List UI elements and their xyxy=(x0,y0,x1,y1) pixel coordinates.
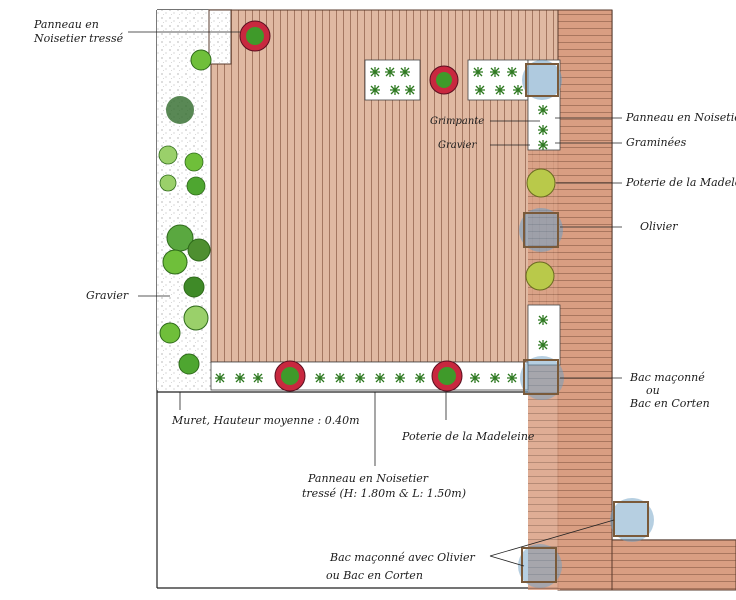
side-walkway-deck xyxy=(557,9,613,591)
label-gravier-right: Gravier xyxy=(438,140,477,151)
planter-strip-right xyxy=(527,304,561,366)
red-pot xyxy=(431,360,463,392)
olive-planter xyxy=(522,60,562,100)
label-bac-2: ou xyxy=(646,384,660,397)
label-bac-olivier-2: ou Bac en Corten xyxy=(326,569,423,582)
walkway-extension xyxy=(611,539,736,591)
label-bac-1: Bac maçonné xyxy=(629,371,705,384)
planter-strip-top xyxy=(364,59,561,151)
poterie-pot xyxy=(526,168,556,198)
red-pot xyxy=(274,360,306,392)
label-olivier: Olivier xyxy=(640,220,678,233)
label-panneau-right: Panneau en Noisetier xyxy=(625,111,736,124)
olive-planter xyxy=(518,544,562,588)
red-pot xyxy=(239,20,271,52)
label-poterie-bottom: Poterie de la Madeleine xyxy=(401,430,535,443)
graminees-plants xyxy=(215,67,548,383)
shrubs-left xyxy=(158,49,212,375)
label-panneau-bottom-2: tressé (H: 1.80m & L: 1.50m) xyxy=(302,487,466,500)
label-panneau-top-left-2: Noisetier tressé xyxy=(33,32,124,45)
gravel-notch-fill xyxy=(210,11,230,63)
leader-lines xyxy=(128,31,622,567)
label-panneau-bottom-1: Panneau en Noisetier xyxy=(307,472,429,485)
label-poterie-right: Poterie de la Madeleine xyxy=(625,176,736,189)
olive-planter xyxy=(610,498,654,542)
poterie-pot xyxy=(525,261,555,291)
olive-planter xyxy=(520,356,564,400)
label-grimpante: Grimpante xyxy=(430,116,484,127)
label-bac-olivier-1: Bac maçonné avec Olivier xyxy=(329,551,475,564)
label-panneau-top-left-1: Panneau en xyxy=(33,18,99,31)
label-graminees: Graminées xyxy=(626,136,687,149)
label-gravier-left: Gravier xyxy=(86,289,129,302)
olive-planter xyxy=(519,208,563,252)
red-pot xyxy=(429,65,459,95)
label-bac-3: Bac en Corten xyxy=(629,397,710,410)
label-muret: Muret, Hauteur moyenne : 0.40m xyxy=(171,414,360,427)
